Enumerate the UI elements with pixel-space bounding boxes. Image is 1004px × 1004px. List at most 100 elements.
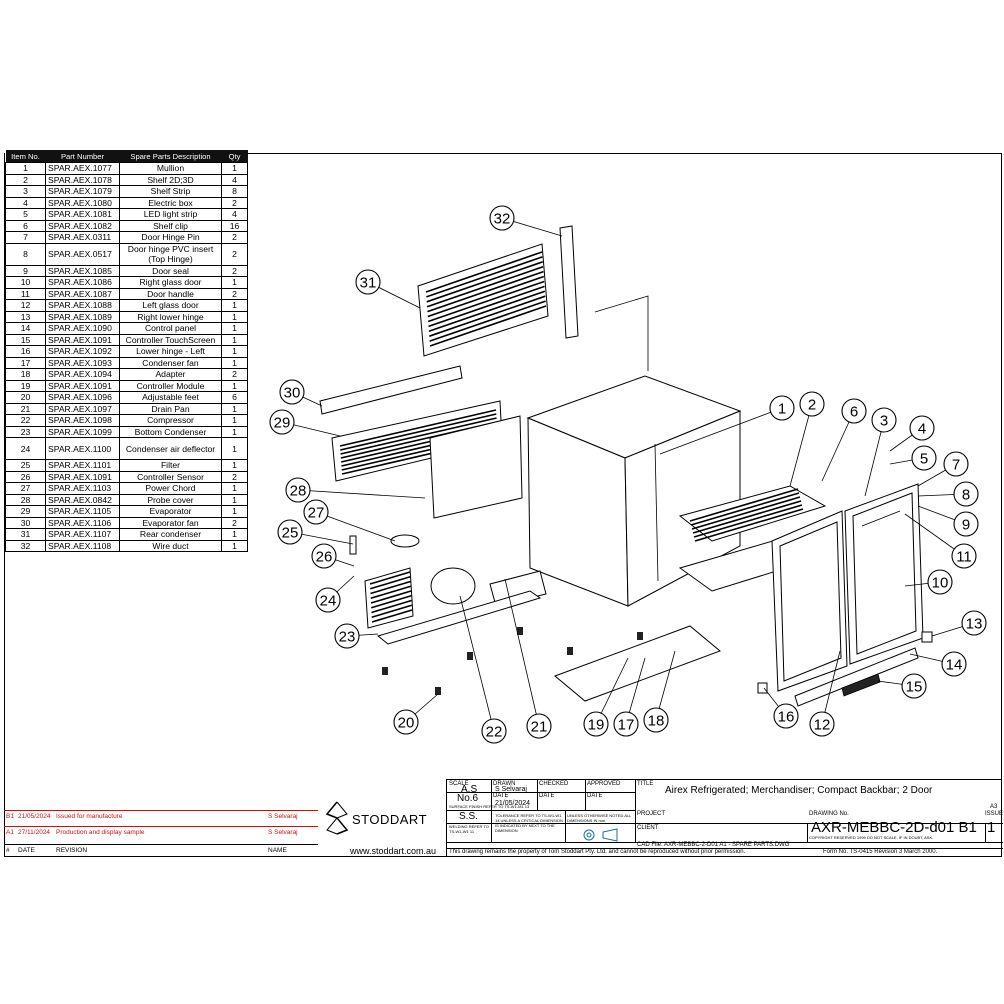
part-number-cell: SPAR.AEX.0517 — [45, 242, 120, 266]
description-cell: Controller Module — [119, 379, 222, 392]
item-no-cell: 2 — [5, 173, 46, 186]
drawn-value: S Selvaraj — [495, 786, 527, 793]
part-number-cell: SPAR.AEX.1103 — [45, 482, 120, 495]
glass-doors-drawing — [771, 483, 924, 692]
qty-cell: 2 — [221, 264, 248, 277]
description-cell: Drain Pan — [119, 402, 222, 415]
part-number-cell: SPAR.AEX.1099 — [45, 425, 120, 438]
qty-cell: 1 — [221, 539, 248, 552]
callout-leader-27 — [315, 511, 396, 542]
item-no-cell: 7 — [5, 231, 46, 244]
description-cell: Probe cover — [119, 493, 222, 506]
qty-cell: 16 — [221, 219, 248, 232]
qty-cell: 1 — [221, 437, 248, 460]
description-cell: Shelf clip — [119, 219, 222, 232]
callout-number: 3 — [880, 413, 888, 430]
item-no-cell: 29 — [5, 505, 46, 518]
callout-number: 27 — [308, 505, 325, 522]
qty-cell: 1 — [221, 425, 248, 438]
callout-number: 8 — [962, 487, 970, 504]
description-cell: Right lower hinge — [119, 310, 222, 323]
description-cell: Filter — [119, 459, 222, 472]
col-header-part-number: Part Number — [45, 150, 120, 163]
callout-number: 21 — [531, 719, 548, 736]
revision-id: B1 — [6, 813, 14, 820]
revision-text: Issued for manufacture — [56, 813, 123, 820]
item-no-cell: 28 — [5, 493, 46, 506]
description-cell: Door hinge PVC insert (Top Hinge) — [119, 242, 222, 266]
callout-number: 23 — [339, 629, 356, 646]
description-cell: Door seal — [119, 264, 222, 277]
part-number-cell: SPAR.AEX.1091 — [45, 379, 120, 392]
item-no-cell: 32 — [5, 539, 46, 552]
description-cell: LED light strip — [119, 208, 222, 221]
qty-cell: 1 — [221, 482, 248, 495]
part-number-cell: SPAR.AEX.1080 — [45, 196, 120, 209]
property-note: This drawing remains the property of Tom… — [449, 849, 746, 855]
compressor-drawing — [430, 567, 476, 605]
units-note: UNLESS OTHERWISE NOTED ALL DIMENSIONS IN… — [567, 813, 632, 823]
qty-cell: 2 — [221, 470, 248, 483]
part-number-cell: SPAR.AEX.1107 — [45, 528, 120, 541]
qty-cell: 4 — [221, 173, 248, 186]
callout-number: 22 — [486, 724, 503, 741]
callout-21: 21 — [526, 713, 552, 739]
callout-number: 32 — [494, 211, 511, 228]
callout-5: 5 — [911, 445, 937, 471]
callout-24: 24 — [315, 587, 341, 613]
part-number-cell: SPAR.AEX.1086 — [45, 276, 120, 289]
callout-number: 18 — [648, 713, 665, 730]
revision-header-name: NAME — [268, 847, 287, 854]
qty-cell: 4 — [221, 208, 248, 221]
control-panel-drawing — [794, 647, 919, 707]
callout-16: 16 — [773, 703, 799, 729]
drawn-label: DRAWN — [493, 781, 516, 787]
revision-name: S Selvaraj — [268, 829, 298, 836]
callout-number: 5 — [920, 451, 928, 468]
weld-value: S.S. — [459, 811, 478, 822]
callout-7: 7 — [943, 451, 969, 477]
callout-number: 16 — [778, 709, 795, 726]
filter-drawing — [349, 535, 357, 555]
item-no-cell: 21 — [5, 402, 46, 415]
callout-leader-2 — [789, 403, 813, 487]
approved-date-label: DATE — [587, 793, 603, 799]
callout-number: 11 — [956, 549, 972, 566]
form-number: Form No. TS-0415 Revision 3 March 2000. — [823, 849, 938, 855]
item-no-cell: 6 — [5, 219, 46, 232]
callout-number: 1 — [778, 401, 786, 418]
revision-id: A1 — [6, 829, 14, 836]
description-cell: Adjustable feet — [119, 391, 222, 404]
qty-cell: 6 — [221, 391, 248, 404]
part-number-cell: SPAR.AEX.1078 — [45, 173, 120, 186]
revision-date: 21/05/2024 — [18, 813, 51, 820]
revision-row-b1: B1 21/05/2024 Issued for manufacture S S… — [4, 810, 318, 822]
adjustable-feet-drawing — [382, 627, 643, 695]
description-cell: Compressor — [119, 414, 222, 427]
evaporator-fan-drawing — [319, 365, 463, 415]
checked-label: CHECKED — [539, 781, 569, 787]
col-header-item-no: Item No. — [5, 150, 46, 163]
item-no-cell: 9 — [5, 264, 46, 277]
item-no-cell: 24 — [5, 437, 46, 460]
callout-number: 4 — [918, 421, 926, 438]
callout-31: 31 — [355, 269, 381, 295]
finish-label: SURFACE FINISH REFER TO TS-W1-M1 13 — [449, 804, 530, 809]
qty-cell: 2 — [221, 231, 248, 244]
qty-cell: 1 — [221, 528, 248, 541]
description-cell: Evaporator fan — [119, 516, 222, 529]
callout-4: 4 — [909, 415, 935, 441]
callout-number: 17 — [618, 717, 635, 734]
stoddart-mark-icon — [325, 801, 349, 835]
stoddart-logo: STODDART www.stoddart.com.au — [322, 798, 444, 858]
